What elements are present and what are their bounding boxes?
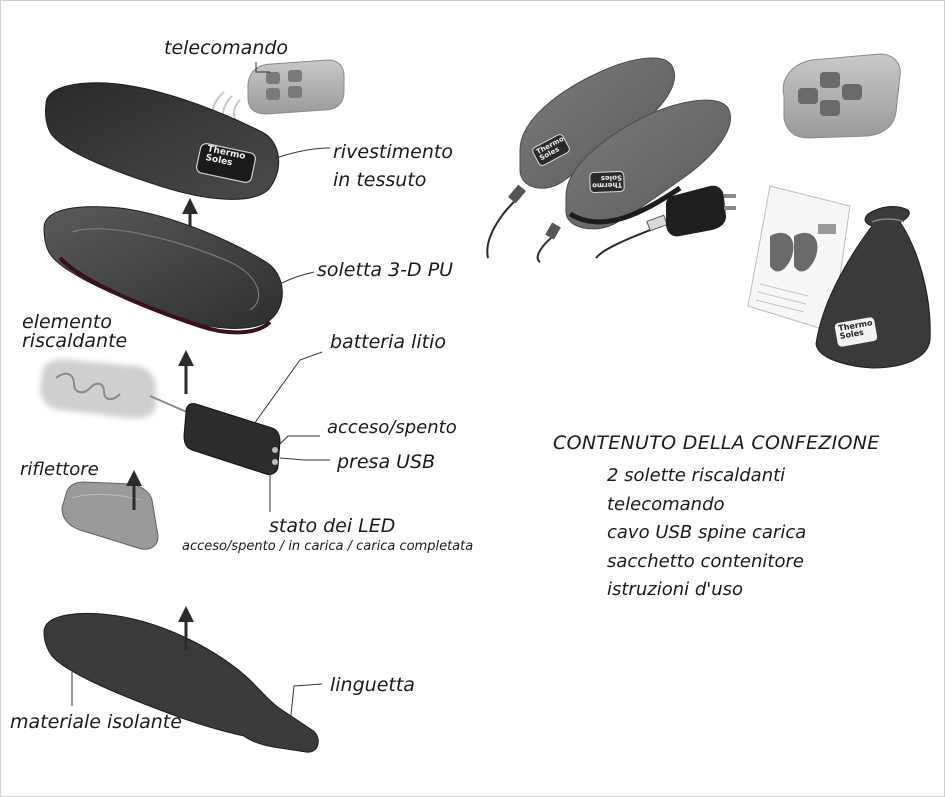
- list-item: cavo USB spine carica: [607, 522, 807, 543]
- package-contents-title: CONTENUTO DELLA CONFEZIONE: [553, 432, 880, 454]
- package-contents-list: 2 solette riscaldanti telecomando cavo U…: [553, 462, 880, 605]
- reflector: [61, 481, 159, 550]
- label-pu-insole: soletta 3-D PU: [317, 259, 454, 281]
- label-remote: telecomando: [164, 37, 289, 59]
- package-contents: CONTENUTO DELLA CONFEZIONE 2 solette ris…: [553, 432, 880, 605]
- cable-plug: [545, 222, 561, 240]
- label-fabric-1: rivestimento: [333, 141, 453, 163]
- fabric-cover-layer: [45, 82, 280, 200]
- remote-leader: [255, 62, 270, 73]
- pu-leader: [279, 271, 315, 285]
- list-item: 2 solette riscaldanti: [607, 465, 786, 486]
- label-tab: linguetta: [330, 674, 415, 696]
- insulation-layer: [43, 612, 319, 753]
- remote-exploded: [247, 59, 345, 115]
- usb-plug: [646, 214, 668, 232]
- brand-line2: Soles: [600, 173, 623, 183]
- pu-insole-layer: [43, 206, 283, 335]
- product-insole-1: [519, 57, 675, 189]
- label-insulation: materiale isolante: [10, 711, 182, 733]
- up-arrow-icon: [126, 470, 142, 510]
- instruction-manual: [747, 185, 851, 333]
- list-item: telecomando: [607, 493, 725, 515]
- heating-element: [40, 359, 197, 419]
- product-insole-2: [565, 99, 731, 230]
- label-led-substatus: acceso/spento / in carica / carica compl…: [182, 539, 474, 554]
- product-remote: [782, 53, 901, 139]
- list-item: sacchetto contenitore: [607, 550, 804, 572]
- label-usb-socket: presa USB: [337, 451, 436, 473]
- list-item: istruzioni d'uso: [607, 579, 744, 600]
- brand-logo-insole-2: Thermo Soles: [592, 173, 623, 189]
- tab-leader: [289, 683, 323, 725]
- cable-plug: [508, 184, 526, 204]
- label-led-status: stato dei LED: [269, 515, 396, 537]
- fabric-leader: [275, 147, 331, 159]
- lithium-battery: [183, 403, 281, 475]
- label-heating-2: riscaldante: [22, 330, 128, 352]
- label-heating-1: elemento: [22, 311, 112, 333]
- battery-leaders: [253, 351, 330, 512]
- label-fabric-2: in tessuto: [333, 169, 427, 191]
- label-reflector: riflettore: [20, 459, 99, 480]
- label-battery: batteria litio: [330, 331, 446, 353]
- label-on-off: acceso/spento: [327, 417, 457, 438]
- up-arrow-icon: [178, 606, 194, 650]
- charger-adapter: [666, 185, 736, 237]
- storage-bag: [815, 206, 931, 369]
- up-arrow-icon: [178, 350, 194, 394]
